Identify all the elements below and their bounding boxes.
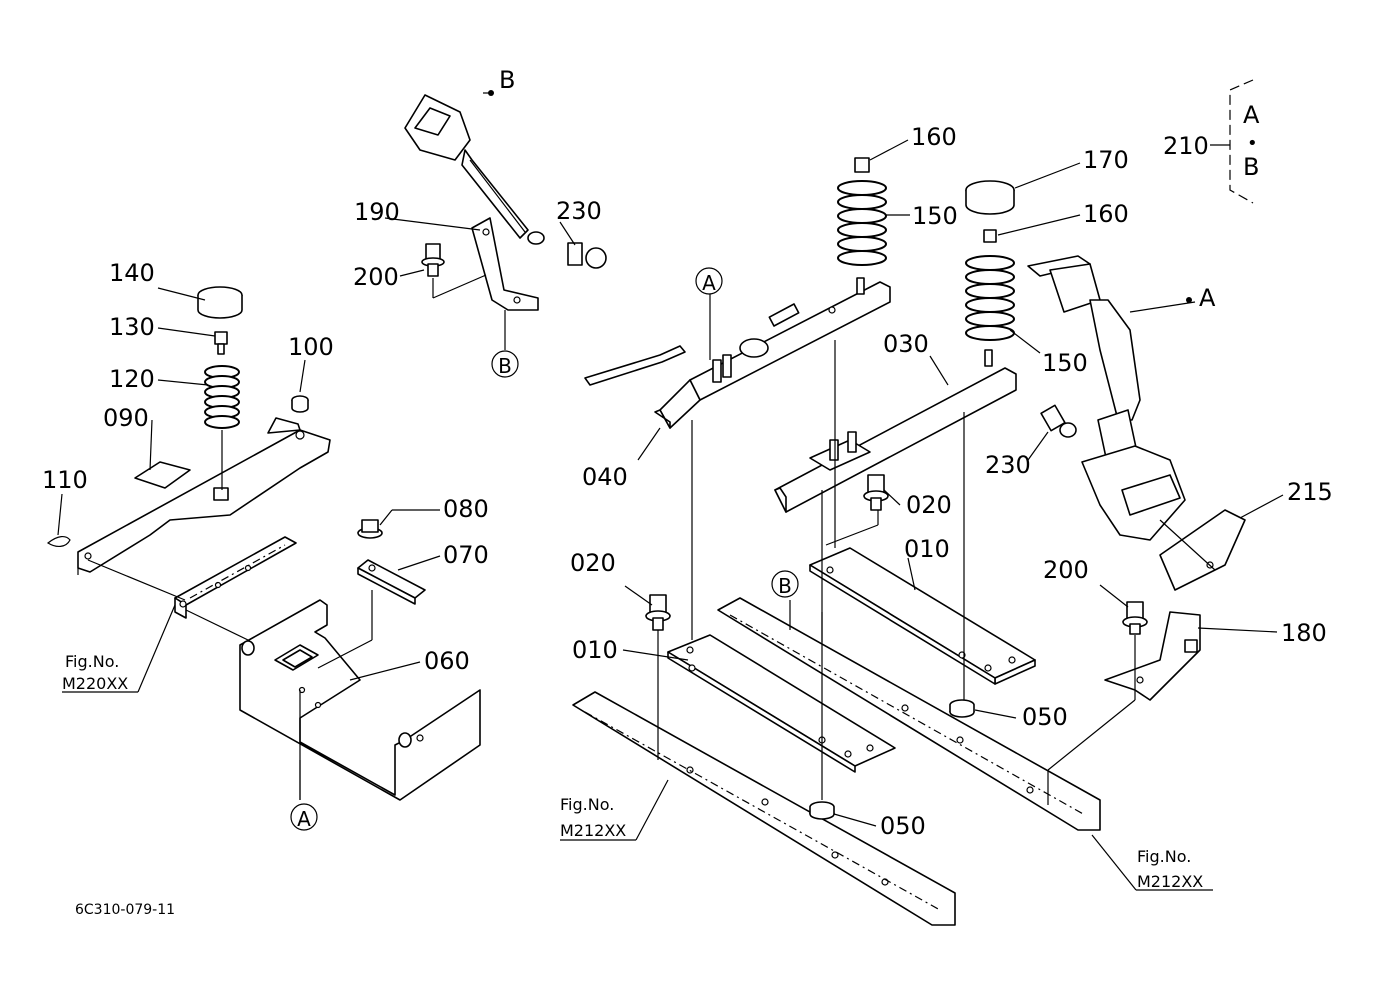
callout-160-upper: 160 <box>911 123 957 151</box>
plate-070 <box>357 559 426 605</box>
base-bracket-060 <box>239 599 481 801</box>
fig-ref-right-label: Fig.No. <box>1137 847 1191 866</box>
callout-040: 040 <box>582 463 628 491</box>
spring-150-upper <box>837 157 887 266</box>
callout-050-upper: 050 <box>1022 703 1068 731</box>
callout-030: 030 <box>883 330 929 358</box>
assembly-lines <box>87 274 1216 805</box>
bolt-020-lower <box>645 594 671 631</box>
cap-100 <box>291 395 309 413</box>
fig-ref-left-number: M220XX <box>62 674 128 693</box>
circle-ref-a-center-label: A <box>702 271 716 295</box>
bracket-210-dot: • <box>1247 133 1258 154</box>
callout-215: 215 <box>1287 478 1333 506</box>
pin-110 <box>46 536 71 547</box>
left-bracket-090 <box>77 417 331 575</box>
leader-lines <box>57 92 1284 891</box>
nut-080 <box>357 519 383 539</box>
bracket-190 <box>471 217 539 311</box>
callout-080: 080 <box>443 495 489 523</box>
callout-230-left: 230 <box>556 197 602 225</box>
nut-130 <box>214 331 228 355</box>
callout-150-lower: 150 <box>1042 349 1088 377</box>
cap-170 <box>965 180 1015 215</box>
base-rail-upper <box>717 597 1101 831</box>
rail-040 <box>584 277 891 429</box>
bracket-210 <box>1210 79 1254 204</box>
circle-ref-a-center: A <box>695 267 723 295</box>
ref-label-b: B <box>499 66 515 94</box>
bolt-200-left <box>421 243 445 277</box>
bolt-200-right <box>1122 601 1148 635</box>
callout-020-upper: 020 <box>906 491 952 519</box>
circle-ref-a-left: A <box>290 803 318 831</box>
plate-left-fig220 <box>174 536 297 619</box>
fig-ref-left-label: Fig.No. <box>65 652 119 671</box>
callout-200-right: 200 <box>1043 556 1089 584</box>
callout-050-lower: 050 <box>880 812 926 840</box>
callout-130: 130 <box>109 313 155 341</box>
ref-dot-a <box>1186 297 1192 303</box>
fig-ref-center-label: Fig.No. <box>560 795 614 814</box>
callout-170: 170 <box>1083 146 1129 174</box>
plate-010-lower <box>667 634 896 773</box>
circle-ref-b-left-label: B <box>498 354 512 378</box>
cover-215 <box>1159 509 1246 591</box>
fig-ref-center-number: M212XX <box>560 821 626 840</box>
ref-label-a: A <box>1199 284 1216 312</box>
callout-200-left: 200 <box>353 263 399 291</box>
callout-010-upper: 010 <box>904 535 950 563</box>
bracket-210-bottom: B <box>1243 153 1259 181</box>
bolt-230-right <box>1040 404 1077 438</box>
rail-030 <box>774 349 1017 513</box>
fig-ref-right-number: M212XX <box>1137 872 1203 891</box>
callout-140: 140 <box>109 259 155 287</box>
callout-060: 060 <box>424 647 470 675</box>
circle-ref-b-center: B <box>771 570 799 598</box>
buckle-b <box>404 94 545 245</box>
bracket-210-top: A <box>1243 101 1260 129</box>
callout-210: 210 <box>1163 132 1209 160</box>
spring-150-lower <box>965 229 1015 341</box>
nut-050-lower <box>809 801 835 820</box>
callout-190: 190 <box>354 198 400 226</box>
cap-140 <box>197 286 243 319</box>
drawing-code: 6C310-079-11 <box>75 902 175 918</box>
callout-230-right: 230 <box>985 451 1031 479</box>
ref-dot-b <box>488 90 494 96</box>
circle-ref-a-left-label: A <box>297 807 311 831</box>
nut-050-upper <box>949 699 975 718</box>
callout-070: 070 <box>443 541 489 569</box>
spring-120 <box>204 365 240 490</box>
callout-150-upper: 150 <box>912 202 958 230</box>
callout-120: 120 <box>109 365 155 393</box>
callout-010-lower: 010 <box>572 636 618 664</box>
callout-090: 090 <box>103 404 149 432</box>
circle-ref-b-left: B <box>491 350 519 378</box>
callout-020-lower: 020 <box>570 549 616 577</box>
belt-retractor <box>1081 445 1186 541</box>
bolt-020-upper <box>863 474 889 511</box>
plate-010-upper <box>809 547 1036 685</box>
callout-100: 100 <box>288 333 334 361</box>
circle-ref-b-center-label: B <box>778 574 792 598</box>
callout-180: 180 <box>1281 619 1327 647</box>
callout-160-lower: 160 <box>1083 200 1129 228</box>
bracket-180 <box>1104 611 1201 701</box>
bolt-230-left <box>567 242 607 269</box>
callout-110: 110 <box>42 466 88 494</box>
base-rail-lower <box>572 691 956 926</box>
